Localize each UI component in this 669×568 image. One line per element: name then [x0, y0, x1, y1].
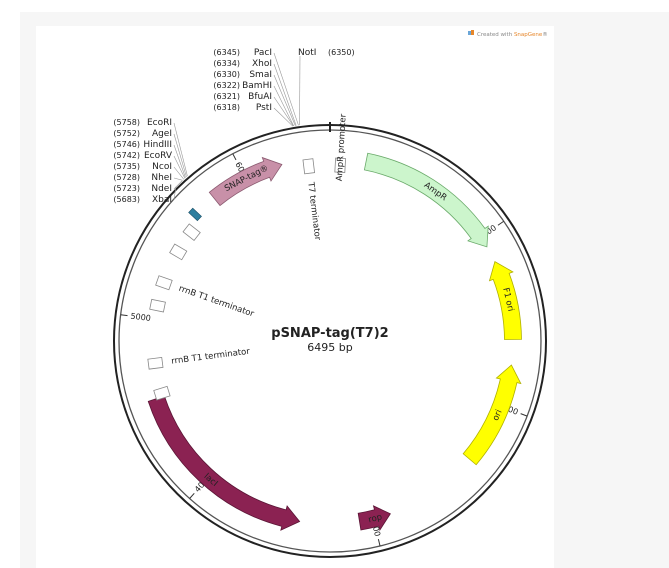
site-name-xbai[interactable]: XbaI — [152, 195, 172, 205]
tick-mark-3000 — [377, 539, 381, 547]
site-leader-bfuai — [273, 96, 294, 127]
site-leader-paci — [273, 52, 299, 126]
tick-mark-1000 — [497, 220, 505, 226]
feature-label-ori: ori — [491, 408, 505, 422]
site-name-psti[interactable]: PstI — [256, 103, 272, 113]
feature-arrow-snap-tag[interactable] — [208, 156, 283, 207]
site-leader-xbai — [173, 186, 177, 201]
feature-box-teal[interactable] — [188, 207, 202, 222]
site-name-ndei[interactable]: NdeI — [151, 184, 172, 194]
site-pos-bfuai: (6321) — [213, 92, 240, 101]
site-leader-nhei — [173, 177, 183, 181]
site-name-ecorv[interactable]: EcoRV — [144, 151, 173, 161]
site-name-agei[interactable]: AgeI — [152, 129, 172, 139]
site-name-xhoi[interactable]: XhoI — [252, 59, 272, 69]
tick-mark-5000 — [120, 314, 128, 317]
site-pos-agei: (5752) — [113, 129, 140, 138]
feature-label-rrnb-t1-terminator-b: rrnB T1 terminator — [171, 347, 251, 367]
site-leader-bamhi — [273, 85, 294, 127]
site-name-smai[interactable]: SmaI — [249, 70, 272, 80]
site-pos-ecorv: (5742) — [113, 151, 140, 160]
feature-box-t7-terminator[interactable] — [302, 158, 316, 175]
site-pos-ecori: (5758) — [113, 118, 140, 127]
site-pos-ncoi: (5735) — [113, 162, 140, 171]
feature-label-ampr-promoter: AmpR promoter — [335, 113, 349, 182]
feature-arrow-ori[interactable] — [462, 364, 522, 466]
feature-box-minor[interactable] — [182, 223, 201, 242]
site-leader-smai — [273, 74, 296, 126]
site-leader-ncoi — [173, 166, 185, 180]
site-name-ncoi[interactable]: NcoI — [152, 162, 172, 172]
feature-box-minor[interactable] — [149, 298, 166, 313]
map-panel: Created with SnapGene® 10002000300040005… — [36, 26, 554, 568]
site-pos-ndei: (5723) — [113, 184, 140, 193]
site-name-nhei[interactable]: NheI — [151, 173, 172, 183]
feature-box-ampr-promoter[interactable] — [334, 157, 347, 173]
site-leader-ecori — [173, 122, 188, 177]
svg-text:Created with SnapGene®: Created with SnapGene® — [477, 31, 548, 38]
site-name-hindiii[interactable]: HindIII — [143, 140, 172, 150]
feature-label-rop: rop — [367, 512, 383, 525]
site-pos-hindiii: (5746) — [113, 140, 140, 149]
site-pos-smai: (6330) — [213, 70, 240, 79]
site-pos-xhoi: (6334) — [213, 59, 240, 68]
site-leader-ecorv — [173, 155, 186, 179]
watermark-brand: SnapGene — [514, 32, 543, 38]
site-leader-xhoi — [273, 63, 297, 126]
site-name-noti[interactable]: NotI — [298, 48, 316, 58]
site-pos-noti: (6350) — [328, 48, 355, 57]
feature-box-rrnb-t1-terminator-a[interactable] — [155, 275, 173, 291]
feature-label-t7-terminator: T7 terminator — [305, 181, 322, 242]
tick-label-5000: 5000 — [130, 312, 151, 323]
site-name-paci[interactable]: PacI — [254, 48, 272, 58]
site-leader-agei — [173, 133, 187, 178]
site-name-bamhi[interactable]: BamHI — [242, 81, 272, 91]
snapgene-logo-icon — [468, 30, 474, 35]
tick-mark-6000 — [232, 153, 237, 161]
site-leader-ndei — [173, 180, 183, 190]
feature-label-rrnb-t1-terminator-a: rrnB T1 terminator — [177, 284, 255, 320]
site-name-ecori[interactable]: EcoRI — [147, 118, 172, 128]
site-pos-psti: (6318) — [213, 103, 240, 112]
feature-box-minor[interactable] — [169, 243, 188, 261]
feature-box-minor[interactable] — [153, 385, 171, 401]
tick-mark-4000 — [189, 492, 195, 499]
feature-box-rrnb-t1-terminator-b[interactable] — [147, 356, 164, 370]
watermark-prefix: Created with — [477, 32, 514, 38]
plasmid-length: 6495 bp — [307, 341, 352, 354]
feature-arrow-f1-ori[interactable] — [488, 261, 522, 340]
plasmid-map: Created with SnapGene® 10002000300040005… — [113, 30, 548, 558]
watermark-suffix: ® — [542, 31, 548, 38]
site-pos-nhei: (5728) — [113, 173, 140, 182]
feature-arrow-rop[interactable] — [357, 505, 391, 532]
snapgene-watermark: Created with SnapGene® — [468, 30, 548, 38]
site-pos-xbai: (5683) — [113, 195, 140, 204]
feature-arrow-laci[interactable] — [147, 395, 301, 531]
site-leader-hindiii — [173, 144, 186, 178]
plasmid-name: pSNAP-tag(T7)2 — [271, 326, 388, 341]
site-leader-psti — [273, 107, 294, 127]
site-pos-paci: (6345) — [213, 48, 240, 57]
site-name-bfuai[interactable]: BfuAI — [248, 92, 272, 102]
tick-mark-2000 — [520, 413, 528, 417]
feature-arrow-ampr[interactable] — [363, 152, 489, 248]
site-pos-bamhi: (6322) — [213, 81, 240, 90]
